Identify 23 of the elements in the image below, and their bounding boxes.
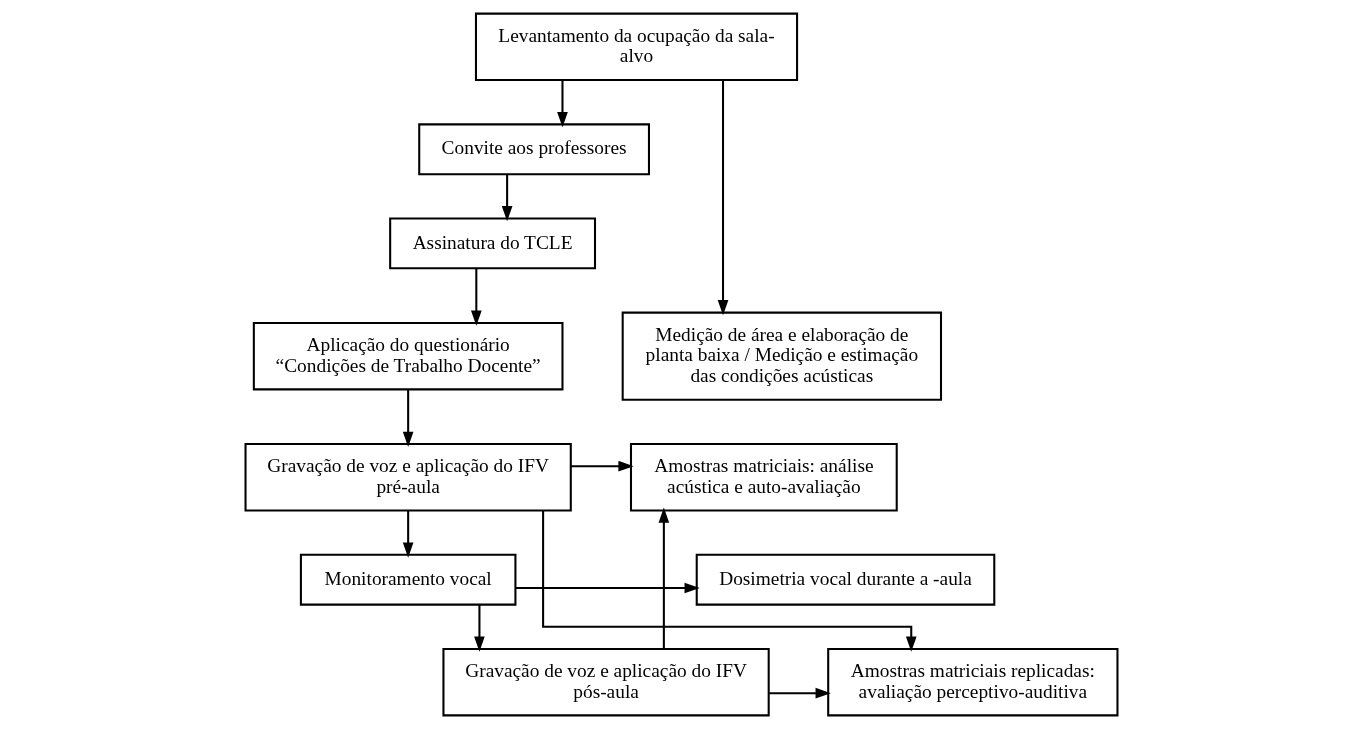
node-box: Assinatura do TCLE: [388, 217, 596, 270]
arrow: [501, 174, 512, 222]
node-box: Levantamento da ocupação da sala-alvo: [474, 12, 798, 82]
arrow: [717, 80, 728, 316]
arrow: [556, 80, 568, 128]
node-box: Amostras matriciais replicadas: avaliação perceptivo-auditiva: [826, 647, 1118, 717]
node-box: Convite aos professores: [417, 123, 650, 176]
node-box: Aplicação do questionário “Condições de Trabalho Docente”: [252, 321, 563, 391]
arrow: [541, 510, 917, 652]
arrow: [570, 460, 634, 472]
node-box: Dosimetria vocal durante a -aula: [695, 553, 995, 606]
node-box: Medição de área e elaboração de planta baixa / Medição e estimação das condições acústicas: [621, 311, 942, 401]
arrow: [402, 510, 413, 558]
arrow: [768, 687, 831, 699]
arrow: [473, 605, 485, 652]
node-box: Gravação de voz e aplicação do IFV pós-aula: [441, 647, 770, 717]
arrow: [658, 507, 669, 649]
node-box: Gravação de voz e aplicação do IFV pré-aula: [244, 443, 572, 512]
arrow: [515, 582, 700, 594]
node-box: Monitoramento vocal: [299, 553, 516, 606]
arrow: [402, 389, 413, 447]
arrow: [470, 268, 482, 326]
node-box: Amostras matriciais: análise acústica e auto-avaliação: [629, 443, 898, 512]
